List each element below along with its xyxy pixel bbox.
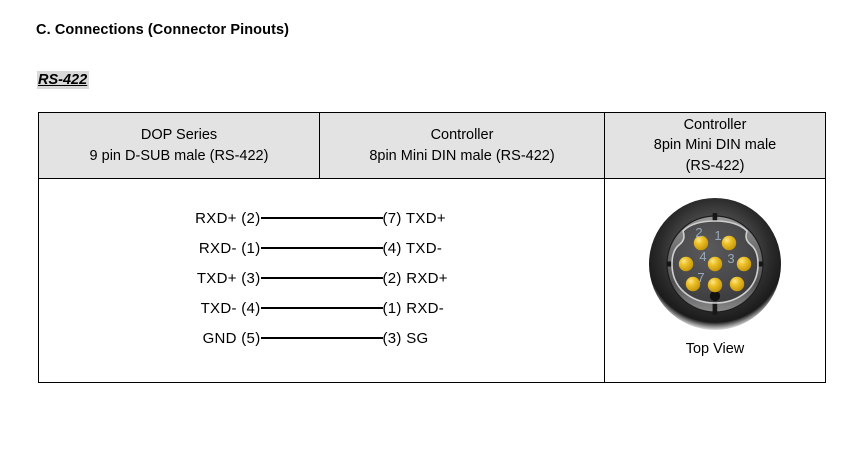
header-line-2: 8pin Mini DIN male (RS-422) xyxy=(369,147,555,164)
connector-pin-4 xyxy=(707,256,723,272)
connector-pin-label-2: 2 xyxy=(695,225,702,240)
table-header-row: DOP Series 9 pin D-SUB male (RS-422) Con… xyxy=(39,113,825,179)
table-row: RXD- (1) (4) TXD- xyxy=(39,233,604,263)
wiring-diagram-cell: RXD+ (2) (7) TXD+ RXD- (1) (4) TXD- TXD+… xyxy=(39,179,605,382)
connector-pin-3 xyxy=(736,256,752,272)
connection-left-label: TXD+ (3) xyxy=(196,269,261,287)
connector-pin-2 xyxy=(693,235,709,251)
mini-din-connector-icon: 2 1 4 3 7 xyxy=(649,198,781,330)
header-line-3: (RS-422) xyxy=(685,157,745,174)
connection-right-label: (2) RXD+ xyxy=(382,269,448,287)
header-line-1: Controller xyxy=(683,116,747,133)
connector-pin-6 xyxy=(729,276,745,292)
connector-pin-5 xyxy=(678,256,694,272)
connection-right-label: (4) TXD- xyxy=(382,239,443,257)
connector-pin-label-3: 3 xyxy=(727,251,734,266)
table-row: TXD+ (3) (2) RXD+ xyxy=(39,263,604,293)
connector-left-key xyxy=(667,261,673,267)
connector-pin-label-4: 4 xyxy=(699,249,706,264)
header-line-1: DOP Series xyxy=(140,126,218,143)
connection-right-label: (3) SG xyxy=(382,329,429,347)
page-title: C. Connections (Connector Pinouts) xyxy=(36,22,290,38)
connector-bottom-notch xyxy=(712,303,718,315)
connector-locating-hole xyxy=(709,290,721,302)
connection-wire-line xyxy=(260,216,383,219)
header-line-1: Controller xyxy=(430,126,494,143)
connector-right-key xyxy=(757,261,763,267)
connection-wire-line xyxy=(260,246,383,249)
connector-pin-1 xyxy=(721,235,737,251)
table-row: TXD- (4) (1) RXD- xyxy=(39,293,604,323)
connection-list: RXD+ (2) (7) TXD+ RXD- (1) (4) TXD- TXD+… xyxy=(39,179,604,353)
connection-wire-line xyxy=(260,276,383,279)
connection-left-label: TXD- (4) xyxy=(200,299,261,317)
table-body: RXD+ (2) (7) TXD+ RXD- (1) (4) TXD- TXD+… xyxy=(39,179,825,382)
connector-pin-label-1: 1 xyxy=(714,228,721,243)
pinout-table: DOP Series 9 pin D-SUB male (RS-422) Con… xyxy=(38,112,826,383)
subsection-heading-rs422: RS-422 xyxy=(37,71,90,89)
table-header-cell-controller-pinmap: Controller 8pin Mini DIN male (RS-422) xyxy=(320,113,605,178)
connector-pin-8 xyxy=(685,276,701,292)
header-line-2: 9 pin D-SUB male (RS-422) xyxy=(89,147,269,164)
connector-illustration-cell: 2 1 4 3 7 Top View xyxy=(605,179,825,382)
header-line-2: 8pin Mini DIN male xyxy=(653,137,777,154)
connector-top-notch xyxy=(712,213,718,225)
connector-pin-7 xyxy=(707,277,723,293)
connection-wire-line xyxy=(260,306,383,309)
connection-left-label: RXD+ (2) xyxy=(195,209,261,227)
table-row: RXD+ (2) (7) TXD+ xyxy=(39,203,604,233)
table-header-cell-dop-series: DOP Series 9 pin D-SUB male (RS-422) xyxy=(39,113,320,178)
connection-right-label: (7) TXD+ xyxy=(382,209,446,227)
connection-left-label: GND (5) xyxy=(202,329,261,347)
connector-pin-label-7: 7 xyxy=(697,270,704,285)
connection-right-label: (1) RXD- xyxy=(382,299,445,317)
connection-left-label: RXD- (1) xyxy=(198,239,261,257)
table-row: GND (5) (3) SG xyxy=(39,323,604,353)
top-view-label: Top View xyxy=(685,341,745,357)
connection-wire-line xyxy=(260,336,383,339)
table-header-cell-controller-view: Controller 8pin Mini DIN male (RS-422) xyxy=(605,113,825,178)
